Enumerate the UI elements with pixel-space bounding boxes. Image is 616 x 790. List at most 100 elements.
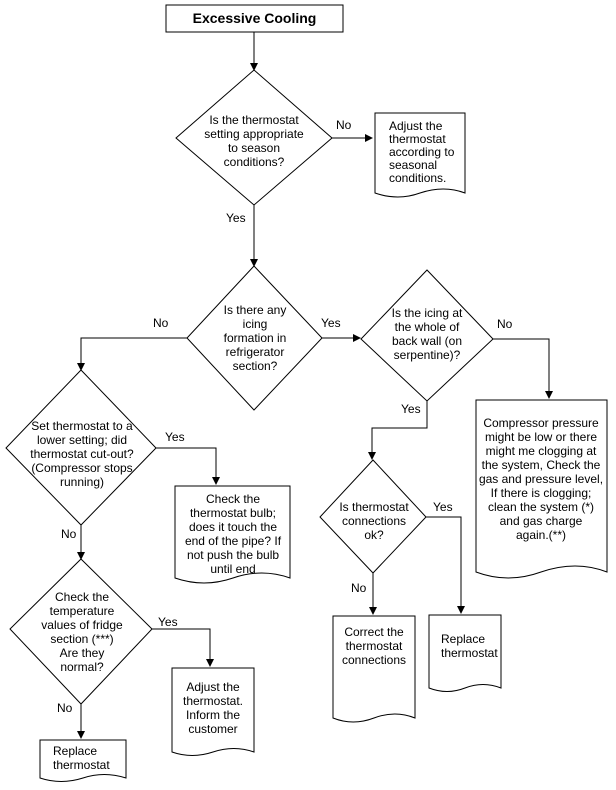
d2-line-2: icing <box>243 317 268 331</box>
a3-line-5: not push the bulb <box>187 548 279 562</box>
label-d6-yes: Yes <box>158 615 178 629</box>
action-check-thermostat-bulb-text: Check the thermostat bulb; does it touch… <box>185 492 282 576</box>
decision-fridge-temperature-text: Check the temperature values of fridge s… <box>41 590 123 674</box>
decision-thermostat-connections <box>319 459 427 574</box>
d6-line-1: Check the <box>55 590 109 604</box>
action-replace-thermostat-connections <box>428 614 502 692</box>
start-box <box>165 4 344 33</box>
d3-line-3: back wall (on <box>392 334 462 348</box>
a4-line-2: thermostat <box>346 639 403 653</box>
label-d1-yes: Yes <box>226 211 246 225</box>
decision-thermostat-setting <box>175 69 333 206</box>
label-d4-yes: Yes <box>165 430 185 444</box>
d3-line-4: serpentine)? <box>394 348 461 362</box>
d2-line-3: formation in <box>224 331 287 345</box>
label-d2-yes: Yes <box>321 316 341 330</box>
connector-d6-yes-a6 <box>152 628 214 667</box>
label-d6-no: No <box>57 701 73 715</box>
a1-line-1: Adjust the <box>389 119 443 133</box>
d4-line-2: lower setting; did <box>37 433 127 447</box>
d4-line-3: thermostat cut-out? <box>30 447 134 461</box>
a2-line-7: clean the system (*) <box>488 500 594 514</box>
d6-line-3: values of fridge <box>41 618 123 632</box>
decision-thermostat-connections-text: Is thermostat connections ok? <box>339 500 409 542</box>
chart-title: Excessive Cooling <box>193 10 317 26</box>
a2-line-2: might be low or there <box>485 430 597 444</box>
decision-icing-formation-text: Is there any icing formation in refriger… <box>224 303 287 373</box>
d6-line-2: temperature <box>50 604 115 618</box>
d2-line-4: refrigerator <box>226 345 285 359</box>
a2-line-5: gas and pressure level, <box>479 472 603 486</box>
d1-line-2: setting appropriate <box>204 127 304 141</box>
d4-line-1: Set thermostat to a <box>31 419 133 433</box>
action-compressor-pressure <box>475 399 608 579</box>
decision-icing-back-wall <box>360 269 494 402</box>
edge-labels: No Yes No Yes No Yes Yes No Yes No Yes N… <box>57 118 513 715</box>
a5-line-1: Replace <box>441 632 485 646</box>
label-d2-no: No <box>153 316 169 330</box>
a3-line-3: does it touch the <box>189 520 277 534</box>
a4-line-3: connections <box>342 653 406 667</box>
connector-d2-no-d4 <box>77 337 187 371</box>
action-correct-thermostat-connections <box>332 615 416 723</box>
connectors <box>77 32 553 739</box>
label-d1-no: No <box>336 118 352 132</box>
action-replace-thermostat-connections-text: Replace thermostat <box>441 632 498 660</box>
label-d3-no: No <box>497 317 513 331</box>
action-compressor-pressure-text: Compressor pressure might be low or ther… <box>479 416 603 542</box>
action-replace-thermostat-fridge-text: Replace thermostat <box>53 744 110 772</box>
a6-line-2: thermostat. <box>183 694 243 708</box>
a2-line-9: again.(**) <box>516 528 566 542</box>
decision-fridge-temperature <box>9 558 153 705</box>
action-adjust-inform-customer-text: Adjust the thermostat. Inform the custom… <box>183 680 243 736</box>
a5-line-2: thermostat <box>441 646 498 660</box>
a2-line-4: the system, Check the <box>482 458 601 472</box>
decision-icing-formation <box>186 265 323 411</box>
connector-d5-yes-a5 <box>426 516 465 614</box>
decision-thermostat-cutout-text: Set thermostat to a lower setting; did t… <box>30 419 134 489</box>
d4-line-5: running) <box>60 475 104 489</box>
a1-line-2: thermostat <box>389 132 446 146</box>
d5-line-1: Is thermostat <box>339 500 409 514</box>
a7-line-1: Replace <box>53 744 97 758</box>
action-correct-thermostat-connections-text: Correct the thermostat connections <box>342 625 406 667</box>
d2-line-1: Is there any <box>224 303 287 317</box>
connector-d3-no-a2 <box>493 338 553 399</box>
a3-line-2: thermostat bulb; <box>190 506 276 520</box>
d6-line-4: section (***) <box>50 632 113 646</box>
a2-line-8: and gas charge <box>500 514 583 528</box>
action-adjust-inform-customer <box>171 667 255 756</box>
d5-line-3: ok? <box>364 528 384 542</box>
d6-line-6: normal? <box>60 660 104 674</box>
label-d3-yes: Yes <box>401 402 421 416</box>
a2-line-3: might me clogging at <box>486 444 597 458</box>
decision-thermostat-cutout <box>5 369 157 526</box>
a2-line-6: If there is clogging; <box>491 486 592 500</box>
connector-d4-yes-a3 <box>156 447 220 485</box>
a1-line-4: seasonal <box>389 158 437 172</box>
action-replace-thermostat-fridge <box>39 739 127 782</box>
d3-line-1: Is the icing at <box>392 306 463 320</box>
a1-line-5: conditions. <box>389 171 446 185</box>
a3-line-1: Check the <box>206 492 260 506</box>
label-d4-no: No <box>61 527 77 541</box>
d1-line-4: conditions? <box>224 155 285 169</box>
a3-line-4: end of the pipe? If <box>185 534 282 548</box>
label-d5-yes: Yes <box>433 500 453 514</box>
d2-line-5: section? <box>233 359 278 373</box>
d6-line-5: Are they <box>60 646 105 660</box>
label-d5-no: No <box>351 581 367 595</box>
connector-d3-yes-d5 <box>368 401 428 460</box>
a2-line-1: Compressor pressure <box>483 416 599 430</box>
decision-icing-back-wall-text: Is the icing at the whole of back wall (… <box>392 306 463 362</box>
a4-line-1: Correct the <box>344 625 404 639</box>
a1-line-3: according to <box>389 145 455 159</box>
a3-line-6: until end <box>210 562 255 576</box>
d1-line-1: Is the thermostat <box>209 113 299 127</box>
d3-line-2: the whole of <box>395 320 460 334</box>
a6-line-4: customer <box>188 722 237 736</box>
action-adjust-thermostat-season-text: Adjust the thermostat according to seaso… <box>389 119 455 185</box>
action-adjust-thermostat-season <box>374 112 466 198</box>
d5-line-2: connections <box>342 514 406 528</box>
